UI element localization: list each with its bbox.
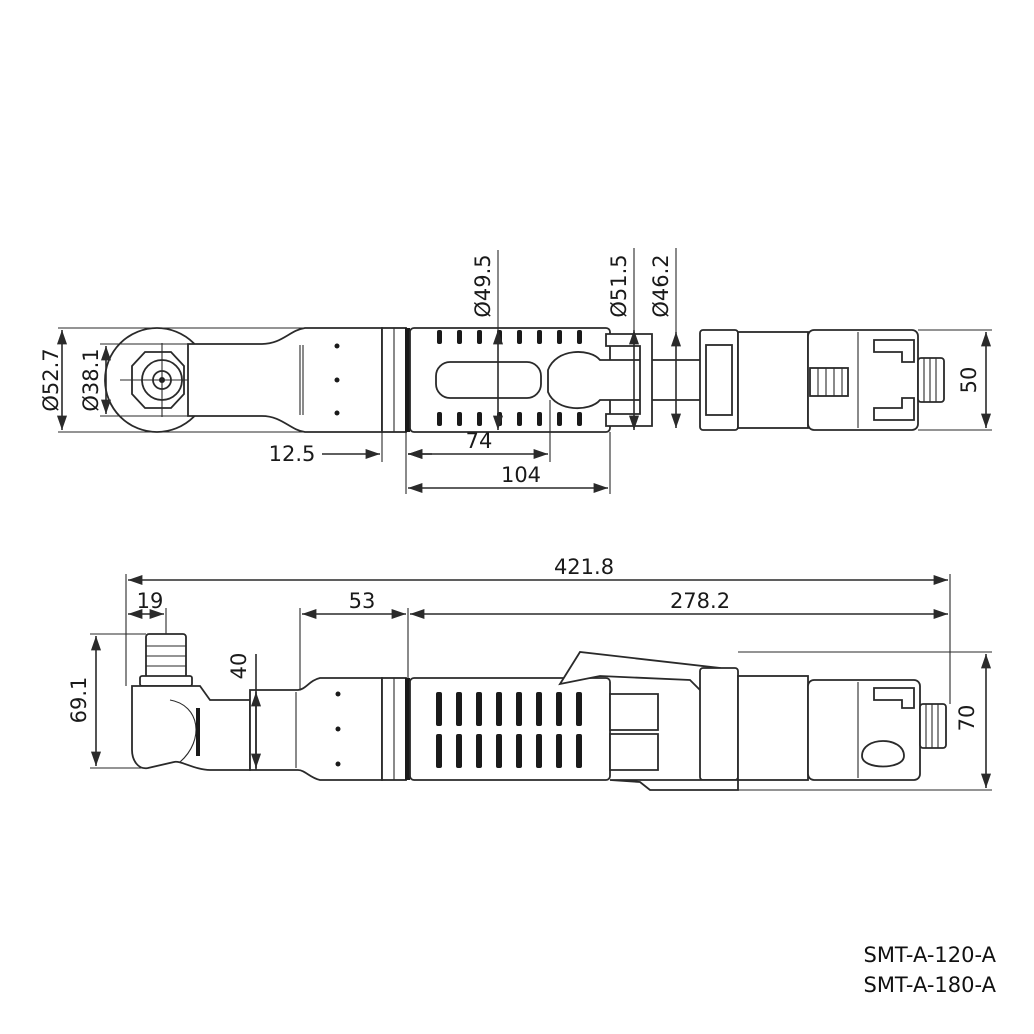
connector <box>917 357 945 403</box>
grip-slots-top <box>437 330 582 344</box>
dim-offset: 12.5 <box>269 442 316 466</box>
lever-guard <box>605 333 653 427</box>
dim-dia-outer: Ø52.7 <box>39 348 63 411</box>
dim-dia-rear: Ø46.2 <box>649 254 673 317</box>
dim-head-height: 69.1 <box>67 677 91 724</box>
dim-head-width: 19 <box>137 589 164 613</box>
model-label: SMT-A-120-A <box>863 943 996 967</box>
dim-neck-dia: 40 <box>227 653 251 680</box>
dim-total-length: 421.8 <box>554 555 614 579</box>
dim-dia-inner: Ø38.1 <box>79 348 103 411</box>
dim-height-side: 70 <box>955 705 979 732</box>
ring-side <box>699 667 739 781</box>
motor-side <box>737 675 809 781</box>
grip-ribs <box>436 692 582 768</box>
model-label: SMT-A-180-A <box>863 973 996 997</box>
grip-window <box>435 361 542 399</box>
side-view-dimensions: 421.8 19 53 278.2 69.1 40 70 <box>67 555 992 791</box>
motor-housing <box>737 331 809 429</box>
led-window <box>861 740 905 768</box>
model-labels: SMT-A-120-A SMT-A-180-A <box>863 940 996 1000</box>
neck-side <box>249 677 383 781</box>
neck <box>187 327 383 433</box>
dim-neck-length: 53 <box>349 589 376 613</box>
top-view-tool <box>104 327 945 433</box>
dim-body-length: 278.2 <box>670 589 730 613</box>
dim-dia-ring: Ø51.5 <box>607 254 631 317</box>
dim-section: 104 <box>501 463 541 487</box>
top-view-dimensions: Ø52.7 Ø38.1 Ø49.5 Ø51.5 Ø46.2 50 12.5 74 <box>39 248 992 494</box>
dim-dia-grip: Ø49.5 <box>471 254 495 317</box>
dim-grip-len: 74 <box>466 429 493 453</box>
knurled-band <box>809 367 849 397</box>
dim-height-top: 50 <box>957 367 981 394</box>
angle-head-side <box>131 685 251 771</box>
side-view-tool <box>131 633 947 791</box>
connector-side <box>919 703 947 749</box>
